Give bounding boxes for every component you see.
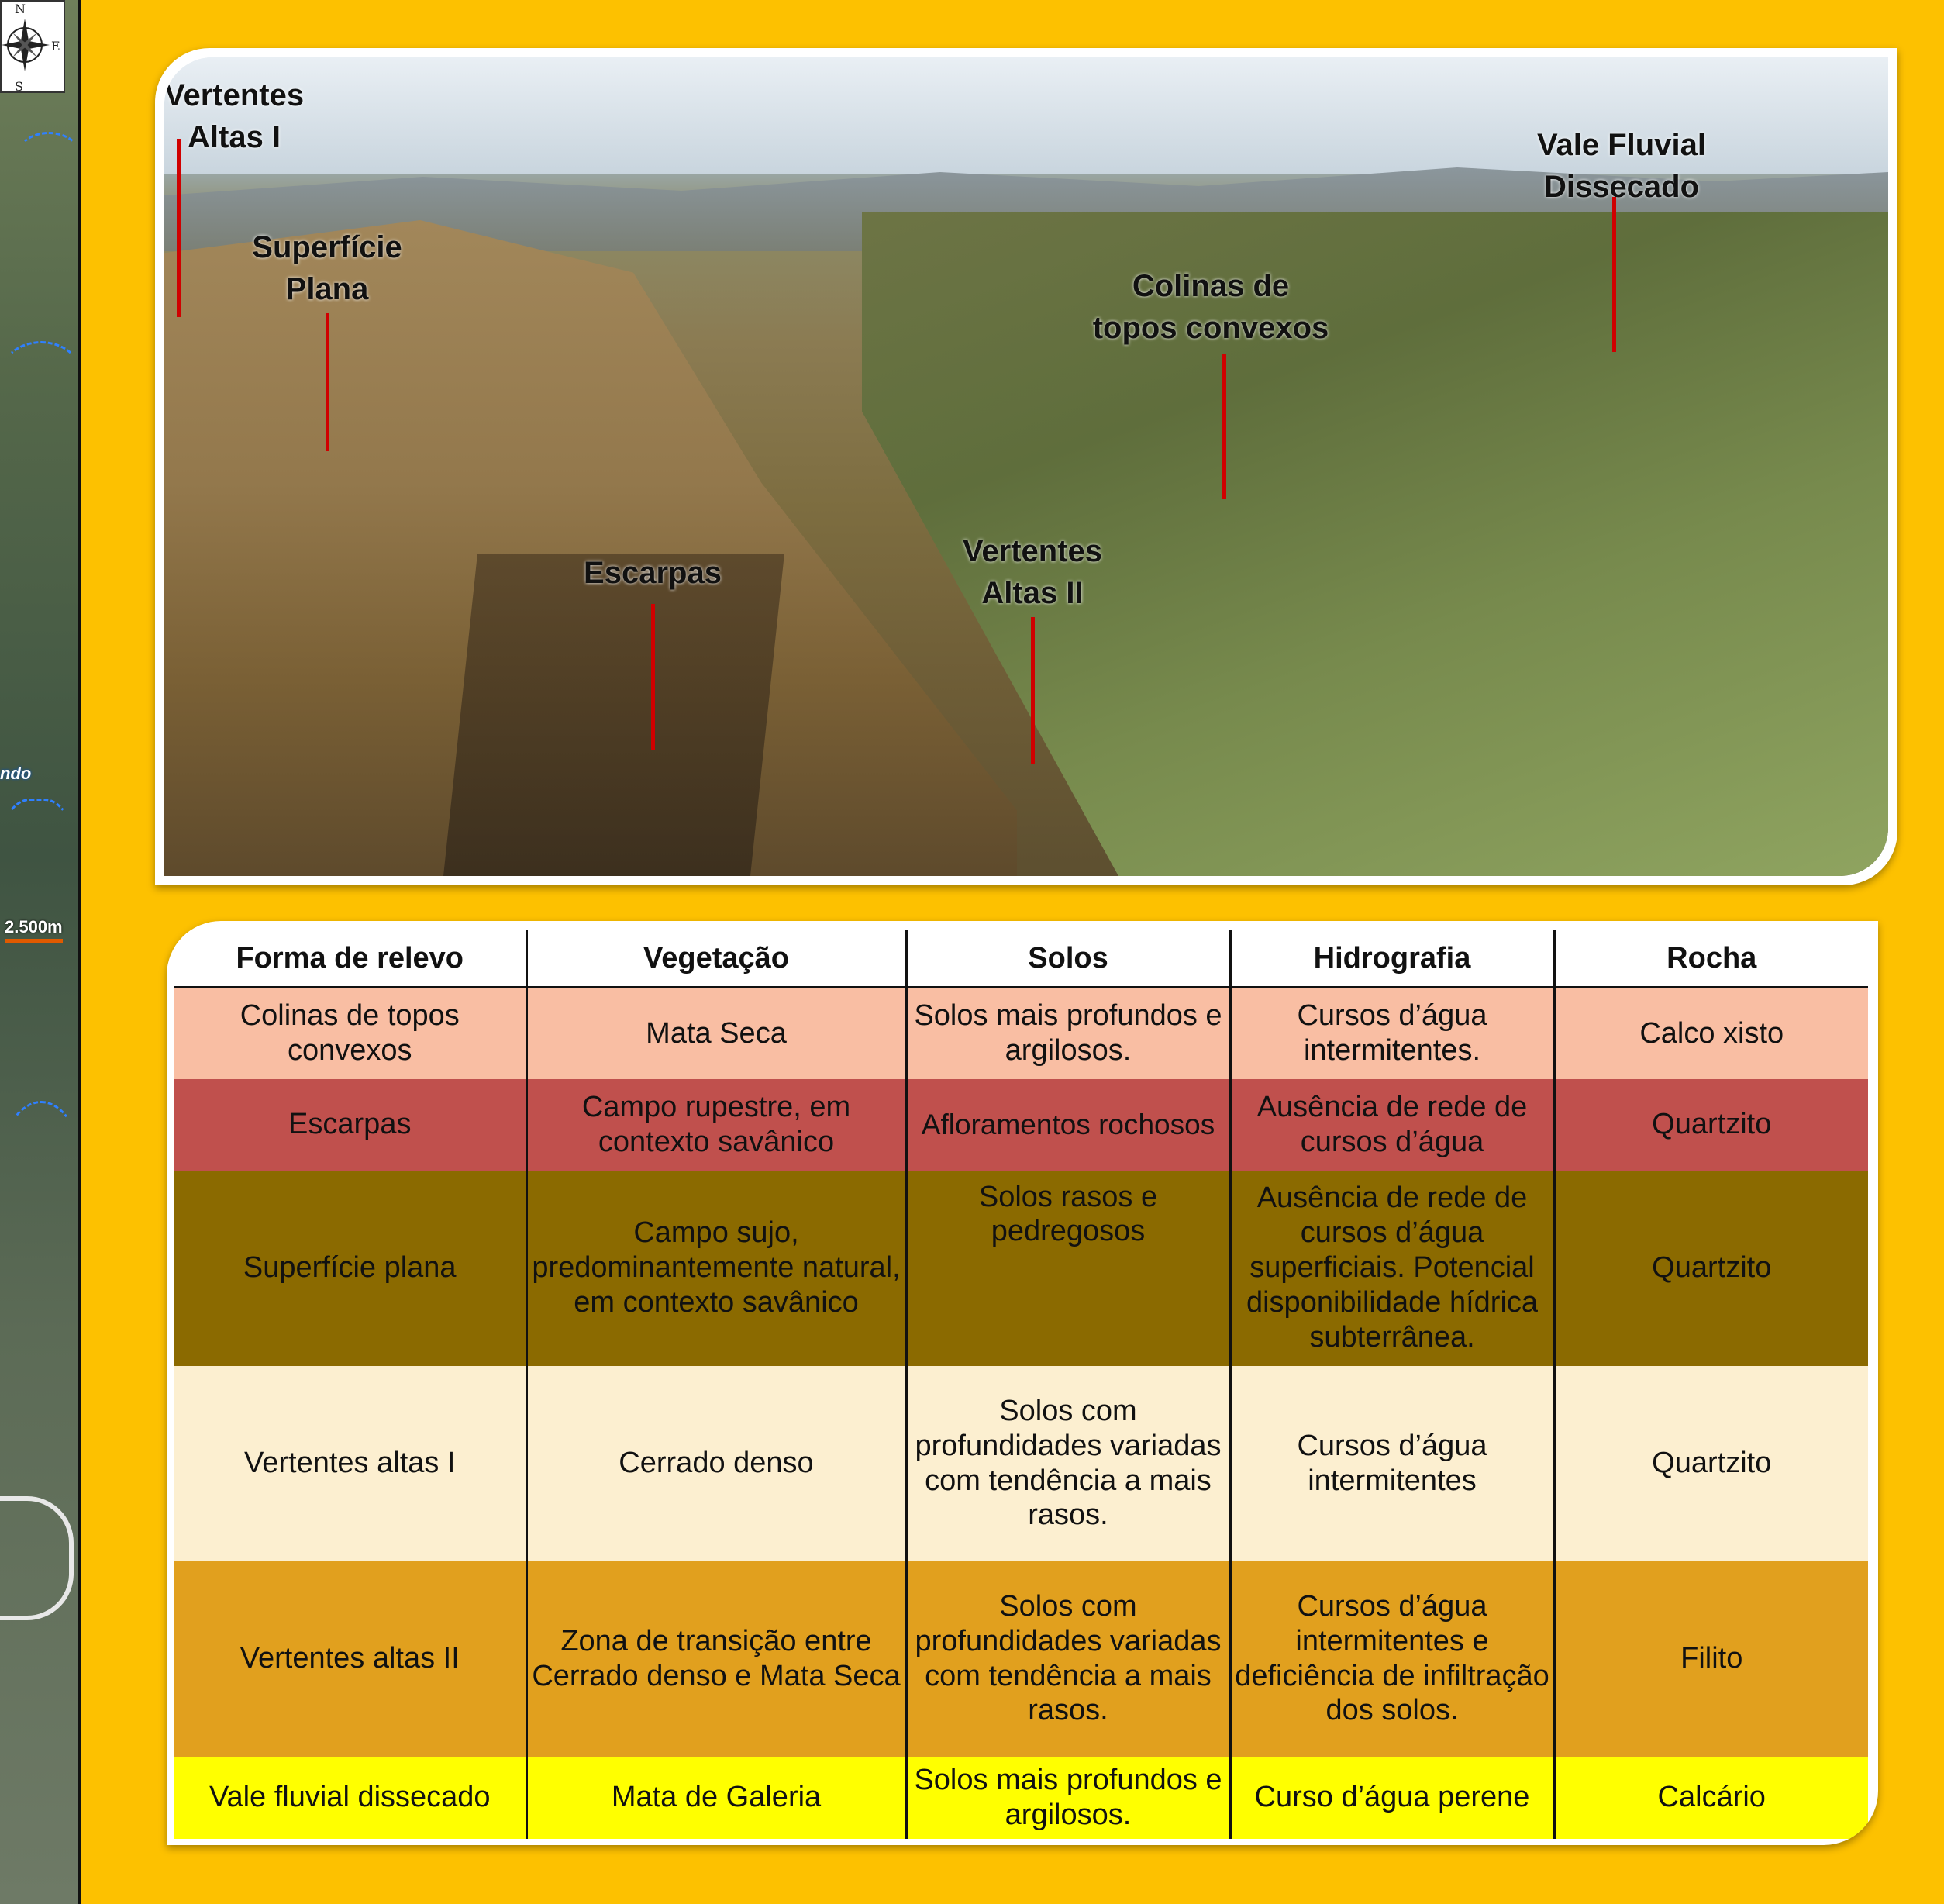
compass-east-label: E	[51, 39, 60, 53]
table-cell: Ausência de rede de cursos d’água superf…	[1229, 1170, 1556, 1366]
river-line	[0, 1101, 82, 1230]
landscape-photo: Vertentes Altas I Superfície Plana Escar…	[164, 57, 1888, 876]
map-strip: N E S ndo 2.500m	[0, 0, 82, 1904]
table-cell: Filito	[1553, 1561, 1868, 1757]
table-cell: Calcário	[1553, 1756, 1868, 1839]
pointer-superficie-plana	[326, 313, 329, 451]
table-cell: Cerrado denso	[525, 1365, 908, 1561]
table-cell: Solos rasos e pedregosos	[905, 1170, 1232, 1366]
table-cell: Superfície plana	[174, 1170, 528, 1366]
label-vertentes-altas-2: Vertentes Altas II	[962, 534, 1103, 610]
river-line	[0, 799, 74, 912]
table-cell: Cursos d’água intermitentes	[1229, 1365, 1556, 1561]
map-place-label: ndo	[0, 764, 32, 783]
river-line	[0, 341, 82, 408]
table-cell: Quartzito	[1553, 1170, 1868, 1366]
compass-south-label: S	[15, 79, 23, 94]
relief-table-frame: Forma de relevo Vegetação Solos Hidrogra…	[167, 921, 1878, 1845]
pointer-vertentes-altas-1	[177, 139, 181, 317]
road-line	[0, 1496, 74, 1620]
label-vertentes-altas-1: Vertentes Altas I	[164, 78, 305, 154]
river-line	[16, 132, 82, 183]
pointer-vertentes-altas-2	[1031, 617, 1035, 764]
pointer-vale-fluvial-dissecado	[1612, 197, 1616, 352]
table-cell: Vale fluvial dissecado	[174, 1756, 528, 1839]
label-colinas-topos-convexos: Colinas de topos convexos	[1092, 269, 1329, 345]
table-row: Colinas de topos convexos Mata Seca Solo…	[174, 987, 1868, 1079]
map-scale-label: 2.500m	[5, 917, 63, 943]
table-cell: Campo rupestre, em contexto savânico	[525, 1078, 908, 1171]
compass-north-label: N	[15, 2, 26, 16]
table-cell: Afloramentos rochosos	[905, 1078, 1232, 1171]
table-cell: Zona de transição entre Cerrado denso e …	[525, 1561, 908, 1757]
table-row: Superfície plana Campo sujo, predominant…	[174, 1170, 1868, 1366]
table-row: Vertentes altas I Cerrado denso Solos co…	[174, 1365, 1868, 1561]
table-cell: Campo sujo, predominantemente natural, e…	[525, 1170, 908, 1366]
table-cell: Cursos d’água intermitentes e deficiênci…	[1229, 1561, 1556, 1757]
photo-cliff	[443, 554, 784, 876]
label-superficie-plana: Superfície Plana	[252, 230, 402, 306]
table-cell: Quartzito	[1553, 1078, 1868, 1171]
table-cell: Solos com profundidades variadas com ten…	[905, 1561, 1232, 1757]
photo-sky	[164, 57, 1888, 174]
label-escarpas: Escarpas	[584, 556, 722, 590]
compass-rose-icon: N E S	[0, 0, 65, 94]
table-cell: Mata de Galeria	[525, 1756, 908, 1839]
compass-star-icon	[2, 19, 50, 71]
table-cell: Curso d’água perene	[1229, 1756, 1556, 1839]
column-header: Solos	[905, 930, 1232, 988]
table-cell: Vertentes altas I	[174, 1365, 528, 1561]
table-cell: Solos mais profundos e argilosos.	[905, 1756, 1232, 1839]
landscape-photo-frame: Vertentes Altas I Superfície Plana Escar…	[155, 48, 1897, 885]
column-header: Forma de relevo	[174, 930, 528, 988]
pointer-colinas-topos-convexos	[1222, 354, 1226, 499]
column-header: Hidrografia	[1229, 930, 1556, 988]
label-vale-fluvial-dissecado: Vale Fluvial Dissecado	[1537, 128, 1706, 204]
table-cell: Solos com profundidades variadas com ten…	[905, 1365, 1232, 1561]
table-cell: Ausência de rede de cursos d’água	[1229, 1078, 1556, 1171]
table-cell: Mata Seca	[525, 987, 908, 1079]
table-cell: Cursos d’água intermitentes.	[1229, 987, 1556, 1079]
table-cell: Escarpas	[174, 1078, 528, 1171]
table-cell: Calco xisto	[1553, 987, 1868, 1079]
relief-table: Forma de relevo Vegetação Solos Hidrogra…	[174, 930, 1868, 1839]
column-header: Vegetação	[525, 930, 908, 988]
table-row: Escarpas Campo rupestre, em contexto sav…	[174, 1078, 1868, 1171]
table-row: Vale fluvial dissecado Mata de Galeria S…	[174, 1756, 1868, 1839]
table-cell: Vertentes altas II	[174, 1561, 528, 1757]
table-cell: Colinas de topos convexos	[174, 987, 528, 1079]
column-header: Rocha	[1553, 930, 1868, 988]
table-header-row: Forma de relevo Vegetação Solos Hidrogra…	[174, 930, 1868, 988]
table-cell: Solos mais profundos e argilosos.	[905, 987, 1232, 1079]
pointer-escarpas	[651, 604, 655, 750]
table-cell: Quartzito	[1553, 1365, 1868, 1561]
table-row: Vertentes altas II Zona de transição ent…	[174, 1561, 1868, 1757]
